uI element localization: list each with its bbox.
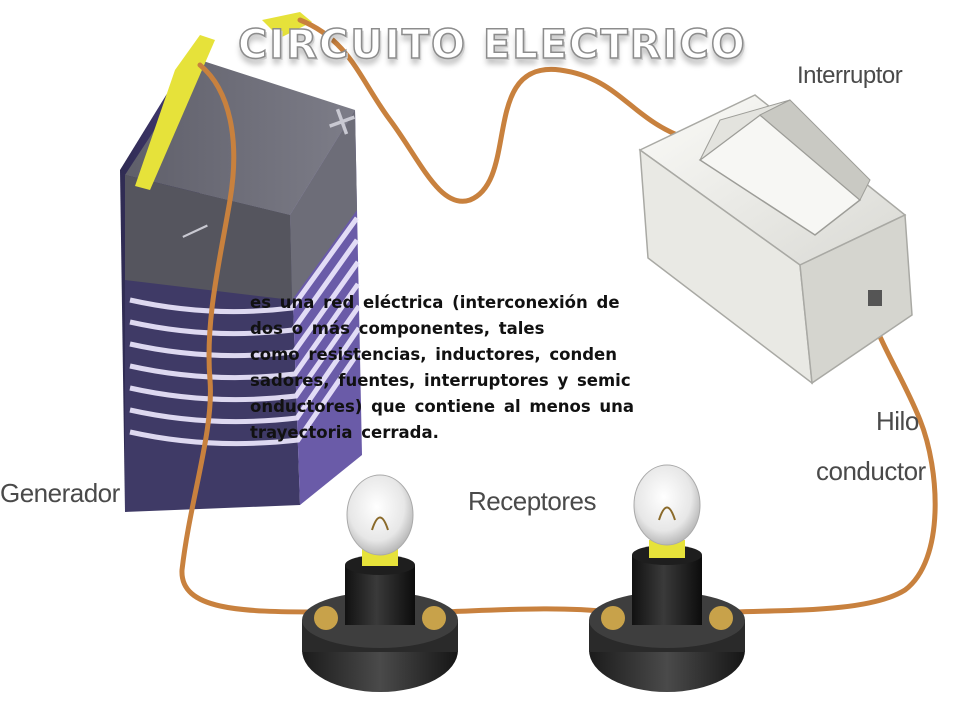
page-title: CIRCUITO ELECTRICO [237, 21, 747, 69]
label-generador: Generador [0, 478, 120, 508]
wire-bulb-1-to-bulb-2 [437, 606, 613, 615]
description-line: trayectoria cerrada. [250, 423, 439, 442]
description-text: es una red eléctrica (interconexión de d… [250, 290, 720, 446]
wire-battery-to-bulb-1 [179, 62, 323, 615]
label-interruptor: Interruptor [797, 62, 903, 89]
description-line: dos o más componentes, tales [250, 319, 545, 338]
conductor-wires [179, 17, 938, 615]
wire-bulb-2-to-switch [732, 297, 938, 615]
description-line: es una red eléctrica (interconexión de [250, 293, 620, 312]
receptor-bulb-1 [302, 474, 458, 692]
label-conductor: conductor [816, 456, 926, 486]
label-hilo: Hilo [876, 406, 919, 436]
description-line: onductores) que contiene al menos una [250, 397, 635, 416]
wire-battery-to-switch [297, 17, 693, 204]
description-line: sadores, fuentes, interruptores y semic [250, 371, 631, 390]
switch-interruptor [638, 94, 913, 385]
battery-generator: + — [120, 12, 367, 512]
receptor-bulb-2 [589, 464, 745, 692]
label-receptores: Receptores [468, 486, 596, 516]
description-line: como resistencias, inductores, conden [250, 345, 617, 364]
